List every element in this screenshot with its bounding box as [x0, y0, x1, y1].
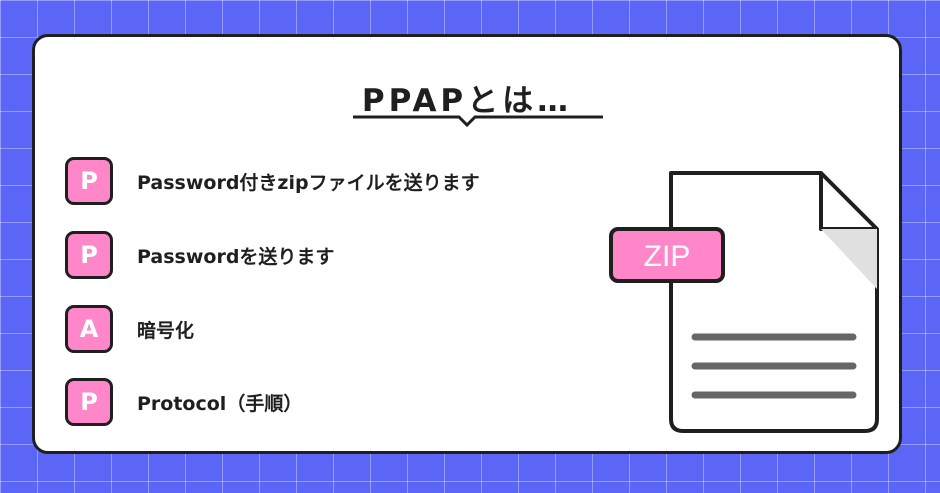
list-item: P Password付きzipファイルを送ります	[65, 157, 480, 205]
page-title: PPAPとは…	[361, 83, 573, 119]
list-item-text: Password付きzipファイルを送ります	[137, 171, 480, 194]
title-underline	[353, 115, 603, 128]
document-icon: ZIP	[609, 171, 879, 433]
letter-badge: P	[65, 231, 113, 279]
zip-tag-label: ZIP	[644, 240, 691, 273]
list-item-text: Passwordを送ります	[137, 245, 335, 268]
letter-badge: P	[65, 378, 113, 426]
list-item: P Passwordを送ります	[65, 231, 334, 279]
list-item: P Protocol（手順）	[65, 378, 302, 426]
list-item-text: Protocol（手順）	[137, 392, 303, 415]
list-item: A 暗号化	[65, 305, 194, 353]
zip-tag: ZIP	[609, 227, 725, 283]
letter-badge: P	[65, 157, 113, 205]
list-item-text: 暗号化	[137, 319, 195, 342]
info-card: PPAPとは… P Password付きzipファイルを送ります P Passw…	[32, 34, 902, 454]
letter-badge: A	[65, 305, 113, 353]
